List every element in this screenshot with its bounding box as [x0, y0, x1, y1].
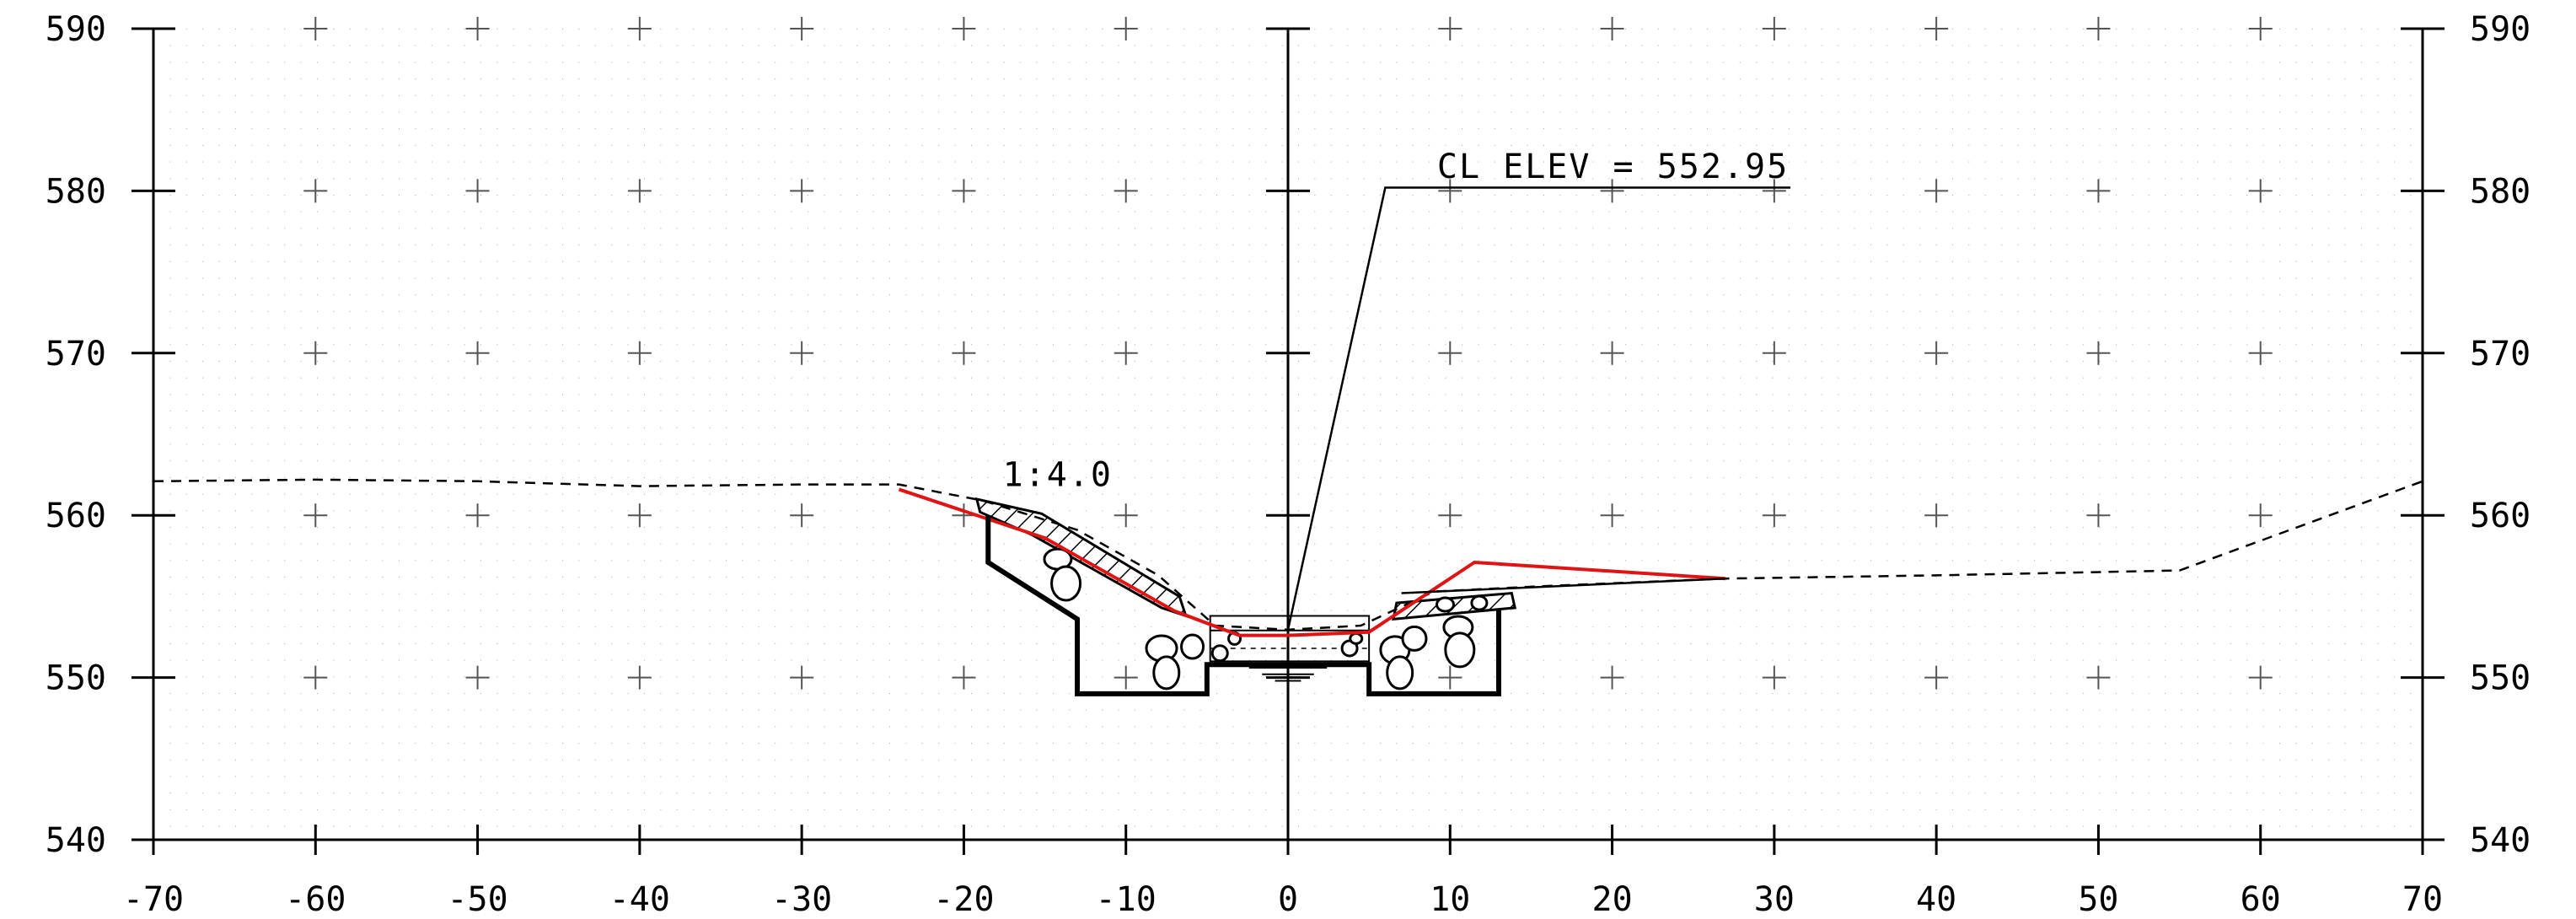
centerline-elevation-label: CL ELEV = 552.95: [1437, 148, 1789, 186]
boulder: [1152, 655, 1181, 691]
x-tick-label: 10: [1430, 880, 1470, 919]
x-tick-label: -50: [447, 880, 507, 919]
existing-ground-line: [153, 478, 2423, 631]
y-tick-labels-left: 540 550 560 570 580 590: [46, 10, 106, 860]
x-tick-label: -10: [1096, 880, 1157, 919]
x-tick-label: 0: [1278, 880, 1298, 919]
centerline-elevation-leader: [1286, 186, 1791, 631]
boulder: [1470, 594, 1489, 611]
y-tick-label-right: 540: [2470, 821, 2530, 860]
boulder: [1180, 633, 1205, 660]
boulder: [1349, 631, 1364, 645]
channel-structure-outline: [985, 515, 1501, 696]
boulder: [1401, 625, 1428, 652]
proposed-grade-line: [898, 487, 1726, 637]
slope-ratio-label: 1:4.0: [1003, 456, 1113, 495]
y-tick-labels-right: 540 550 560 570 580 590: [2470, 10, 2530, 860]
boulder: [1050, 565, 1082, 602]
x-tick-label: -20: [933, 880, 994, 919]
x-tick-label: 50: [2078, 880, 2118, 919]
channel-bottom: [1209, 615, 1371, 663]
boulder: [1444, 631, 1476, 669]
boulder: [1210, 644, 1229, 663]
axes: [131, 27, 2445, 855]
y-tick-label-right: 580: [2470, 172, 2530, 211]
x-tick-label: -40: [609, 880, 670, 919]
y-tick-label-right: 560: [2470, 497, 2530, 535]
y-tick-label-left: 570: [46, 335, 106, 374]
y-tick-label-left: 590: [46, 10, 106, 49]
x-tick-labels: -70 -60 -50 -40 -30 -20 -10 0 10 20 30 40 50 60 70: [123, 880, 2443, 919]
x-tick-label: 20: [1591, 880, 1632, 919]
y-tick-label-left: 550: [46, 659, 106, 698]
series-layer: [153, 186, 2423, 696]
grid-cross-markers: [303, 17, 2273, 690]
y-tick-label-left: 540: [46, 821, 106, 860]
y-tick-label-left: 580: [46, 172, 106, 211]
y-tick-label-right: 550: [2470, 659, 2530, 698]
y-tick-label-right: 570: [2470, 335, 2530, 374]
x-tick-label: 40: [1916, 880, 1956, 919]
right-bank-line: [1401, 577, 1726, 594]
y-tick-label-left: 560: [46, 497, 106, 535]
boulder: [1386, 655, 1414, 691]
x-tick-label: 70: [2402, 880, 2443, 919]
x-tick-label: -60: [285, 880, 346, 919]
x-tick-label: 30: [1754, 880, 1795, 919]
boulder: [1436, 596, 1456, 613]
x-tick-label: 60: [2241, 880, 2281, 919]
x-tick-label: -30: [771, 880, 832, 919]
x-tick-label: -70: [123, 880, 184, 919]
y-tick-label-right: 590: [2470, 10, 2530, 49]
